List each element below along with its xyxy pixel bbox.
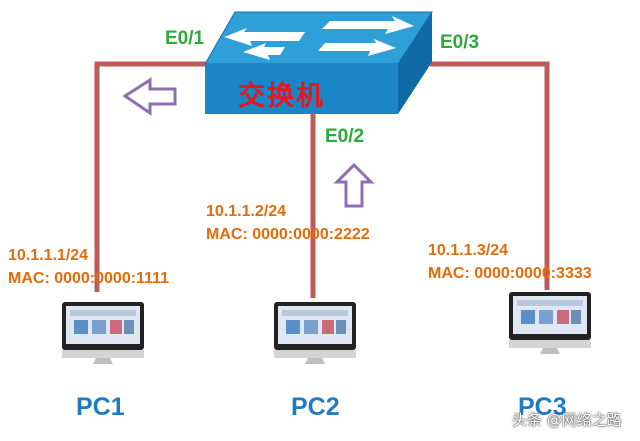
switching-arrows-icon	[224, 16, 414, 60]
arrow-up-icon	[333, 162, 375, 208]
pc1-mac: MAC: 0000:0000:1111	[8, 270, 169, 287]
network-switch-icon	[204, 11, 433, 114]
switch-label: 交换机	[238, 81, 325, 112]
pc1-ip: 10.1.1.1/24	[8, 247, 89, 264]
pc3-computer-icon	[509, 292, 591, 354]
pc2-name: PC2	[291, 393, 340, 421]
watermark: 头条 @网络之路	[512, 411, 622, 429]
pc2-ip: 10.1.1.2/24	[206, 203, 287, 220]
port-label-e03: E0/3	[440, 32, 480, 53]
pc1-computer-icon	[62, 302, 144, 364]
arrow-left-icon	[122, 77, 177, 116]
pc2-mac: MAC: 0000:0000:2222	[206, 226, 370, 243]
pc3-ip: 10.1.1.3/24	[428, 242, 509, 259]
links	[94, 61, 550, 298]
port-label-e02: E0/2	[325, 126, 365, 147]
link-pc1	[94, 61, 210, 292]
pc3-mac: MAC: 0000:0000:3333	[428, 265, 592, 282]
port-label-e01: E0/1	[165, 28, 205, 49]
pc3-name: PC3	[518, 393, 567, 421]
switch-side-face	[398, 12, 432, 114]
pc1-info: 10.1.1.1/24 MAC: 0000:0000:1111	[8, 244, 169, 290]
pc2-info: 10.1.1.2/24 MAC: 0000:0000:2222	[206, 200, 370, 246]
switch-front-face	[205, 64, 398, 114]
pc3-info: 10.1.1.3/24 MAC: 0000:0000:3333	[428, 239, 592, 285]
pc2-computer-icon	[274, 302, 356, 364]
link-pc3	[430, 61, 550, 290]
pc1-name: PC1	[76, 393, 125, 421]
